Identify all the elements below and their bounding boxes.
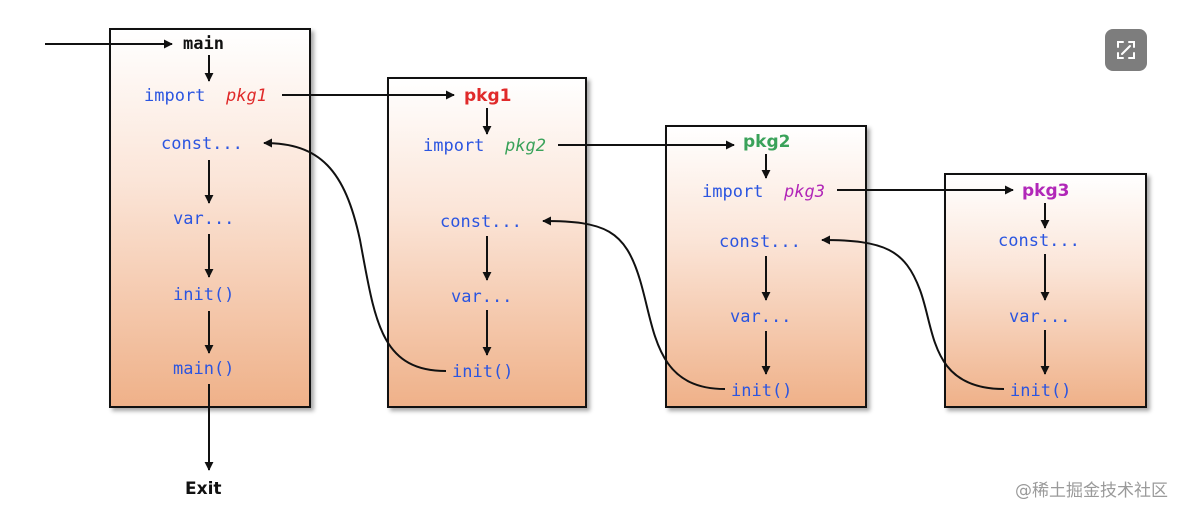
expand-button[interactable]	[1105, 29, 1147, 71]
pkg3-init-label: init()	[1010, 381, 1071, 401]
pkg1-init-label: init()	[452, 362, 513, 382]
pkg1-import-keyword: import	[423, 136, 484, 156]
pkg1-import-pkg-label: pkg2	[504, 136, 546, 156]
return-curve-pkg1	[263, 138, 447, 372]
main-import-pkg-label: pkg1	[225, 86, 267, 106]
main-main-fn-label: main()	[173, 359, 234, 379]
pkg2-const-label: const...	[719, 232, 801, 252]
return-curve-pkg3	[821, 235, 1005, 390]
pkg3-const-label: const...	[998, 231, 1080, 251]
main-init-label: init()	[173, 285, 234, 305]
pkg1-var-label: var...	[451, 287, 512, 307]
expand-icon	[1117, 41, 1135, 59]
pkg3-var-label: var...	[1009, 307, 1070, 327]
pkg2-import-pkg-label: pkg3	[783, 182, 825, 202]
main-title: main	[183, 34, 224, 54]
main-import-keyword: import	[144, 86, 205, 106]
main-const-label: const...	[161, 134, 243, 154]
pkg2-import-keyword: import	[702, 182, 763, 202]
exit-label: Exit	[185, 479, 222, 499]
pkg2-title: pkg2	[743, 132, 790, 152]
pkg3-title: pkg3	[1022, 181, 1069, 201]
pkg2-init-label: init()	[731, 381, 792, 401]
pkg2-var-label: var...	[730, 307, 791, 327]
watermark-text: @稀土掘金技术社区	[1015, 481, 1168, 501]
return-curve-pkg2	[542, 216, 726, 390]
pkg1-title: pkg1	[464, 86, 511, 106]
main-var-label: var...	[173, 209, 234, 229]
pkg1-const-label: const...	[440, 212, 522, 232]
